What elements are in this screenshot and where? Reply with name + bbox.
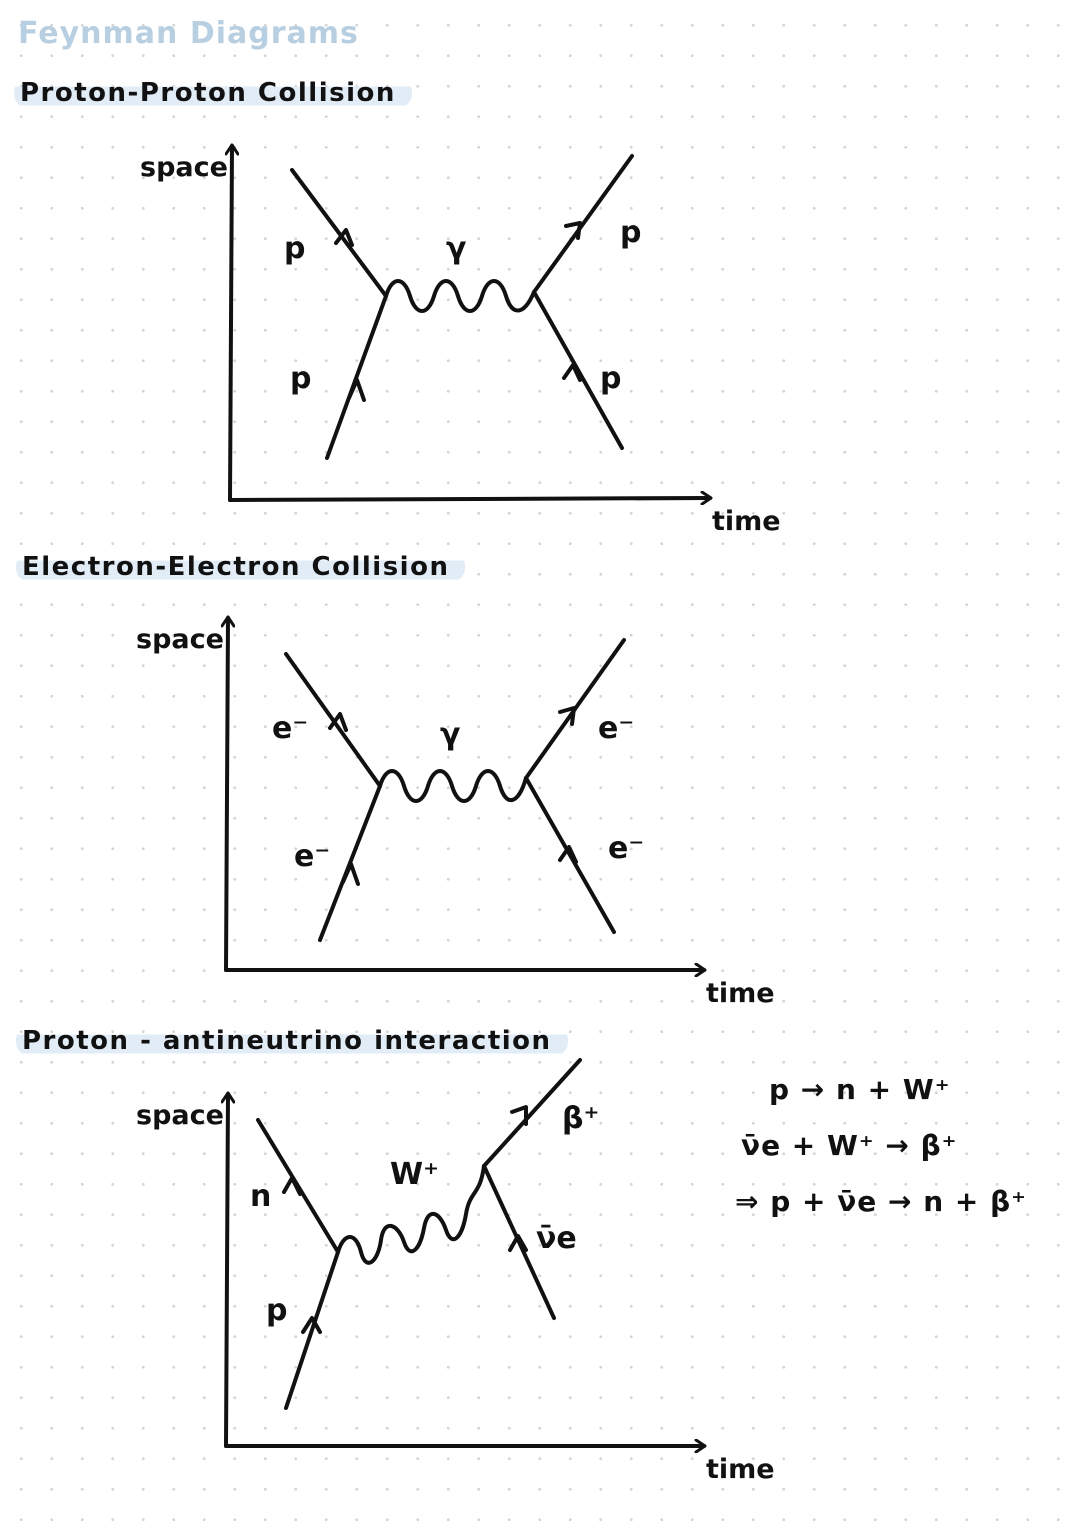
label-boson: γ	[446, 231, 466, 266]
section-heading-proton-antineutrino: Proton - antineutrino interaction	[16, 1026, 568, 1056]
fermion-line-out-top-left	[290, 168, 388, 298]
label-out-bottom: p	[600, 361, 621, 396]
arrow-icon	[510, 1105, 528, 1126]
label-in-bottom: p	[266, 1293, 287, 1328]
arrow-icon	[341, 862, 360, 886]
axes	[230, 146, 710, 500]
arrow-icon	[328, 712, 348, 732]
arrow-icon	[347, 378, 366, 402]
section-heading-electron-electron: Electron-Electron Collision	[16, 552, 466, 582]
fermion-line-out-top-right	[532, 154, 634, 294]
arrow-icon	[334, 228, 354, 247]
arrow-icon	[508, 1234, 528, 1252]
fermion-line-in-bottom	[325, 294, 388, 460]
photon-wavy-line	[384, 279, 536, 313]
label-in-bottom: p	[290, 361, 311, 396]
label-out-bottom: ν̄e	[536, 1221, 577, 1256]
photon-wavy-line	[378, 769, 528, 803]
equation-line: p → n + W⁺	[769, 1073, 951, 1106]
label-out-top: p	[620, 215, 641, 250]
arrow-icon	[282, 1176, 302, 1196]
y-axis	[230, 146, 232, 502]
label-in-top: e⁻	[272, 711, 308, 746]
arrow-icon	[562, 363, 582, 382]
equation-block: p → n + W⁺ ν̄e + W⁺ → β⁺ ⇒ p + ν̄e → n +…	[735, 1062, 1027, 1230]
label-in-top: n	[250, 1179, 271, 1214]
x-axis-label: time	[706, 978, 775, 1009]
label-in-top: p	[284, 231, 305, 266]
label-out-top: β⁺	[562, 1101, 599, 1136]
equation-line: ⇒ p + ν̄e → n + β⁺	[735, 1185, 1027, 1218]
arrow-icon	[558, 706, 576, 726]
label-boson: W⁺	[390, 1157, 439, 1192]
y-axis-label: space	[136, 1100, 224, 1131]
fermion-line-bottom-right	[532, 290, 624, 450]
label-boson: γ	[440, 717, 460, 752]
w-boson-wavy-line	[336, 1164, 486, 1265]
arrow-icon	[564, 221, 582, 240]
y-axis-label: space	[136, 624, 224, 655]
arrow-icon	[301, 1316, 322, 1334]
y-axis	[226, 1094, 228, 1448]
fermion-line-bottom-right	[524, 776, 616, 934]
page-title: Feynman Diagrams	[18, 16, 359, 51]
arrow-icon	[558, 845, 578, 864]
fermion-line-in-bottom	[284, 1250, 340, 1410]
label-in-bottom: e⁻	[294, 839, 330, 874]
y-axis-label: space	[140, 152, 228, 183]
label-out-bottom: e⁻	[608, 831, 644, 866]
x-axis-label: time	[712, 506, 781, 537]
section-heading-proton-proton: Proton-Proton Collision	[14, 78, 412, 108]
x-axis-label: time	[706, 1454, 775, 1485]
fermion-line-bottom-right	[482, 1164, 556, 1320]
x-axis	[228, 498, 710, 500]
equation-line: ν̄e + W⁺ → β⁺	[741, 1129, 958, 1162]
fermion-line-out-top-right	[482, 1058, 582, 1168]
y-axis	[226, 618, 228, 972]
label-out-top: e⁻	[598, 711, 634, 746]
fermion-line-out-top-left	[284, 652, 382, 788]
